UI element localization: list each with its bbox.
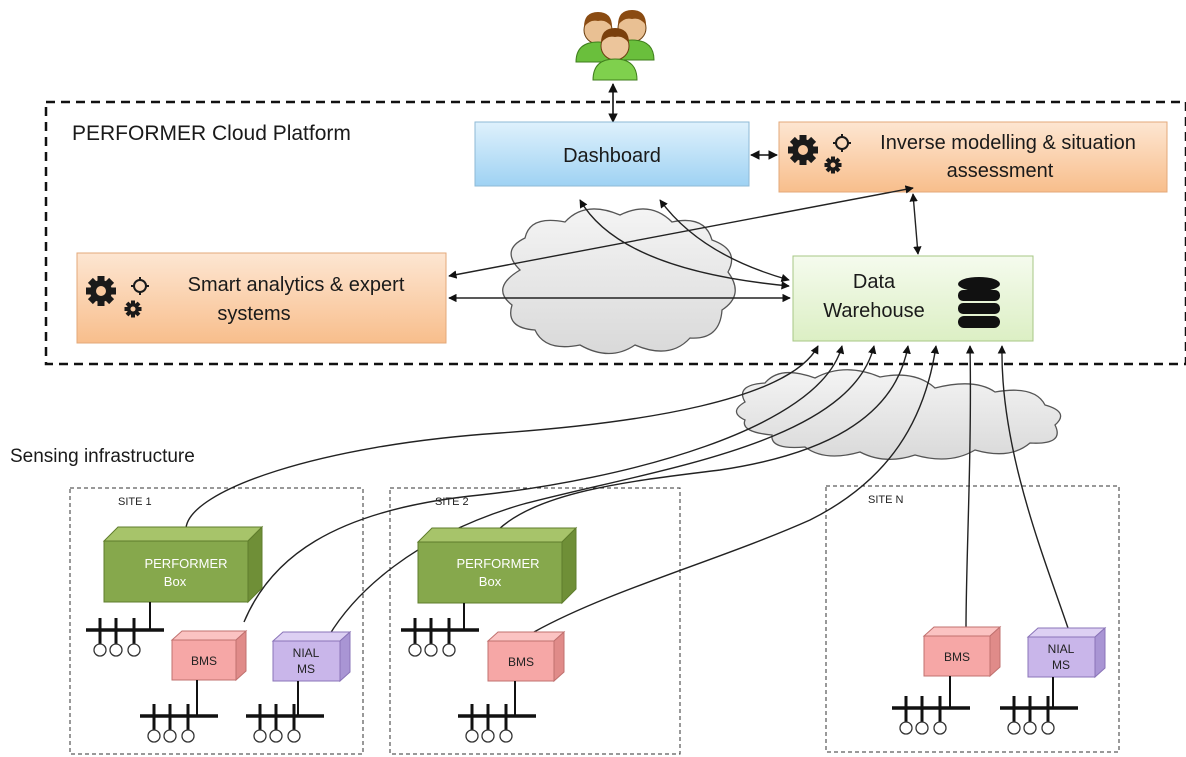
data-warehouse-box: Data Warehouse bbox=[792, 255, 1034, 342]
inverse-label-line2: assessment bbox=[947, 160, 1054, 182]
sensor-bus-icon bbox=[138, 702, 220, 744]
warehouse-label-line1: Data bbox=[853, 271, 896, 293]
nial-label-line1: NIAL bbox=[1048, 642, 1075, 656]
bms-box-site-n: BMS bbox=[922, 625, 1002, 678]
sensing-title: Sensing infrastructure bbox=[10, 446, 195, 467]
nial-box-site-1: NIAL MS bbox=[271, 630, 352, 683]
dashboard-box: Dashboard bbox=[474, 121, 750, 187]
site-n-label: SITE N bbox=[868, 494, 904, 506]
site-n-frame bbox=[825, 485, 1120, 753]
inverse-modelling-box: Inverse modelling & situation assessment bbox=[778, 121, 1168, 193]
bms-label: BMS bbox=[944, 650, 970, 664]
database-icon bbox=[958, 277, 1000, 328]
smart-analytics-box: Smart analytics & expert systems bbox=[76, 252, 447, 344]
inverse-label-line1: Inverse modelling & situation bbox=[880, 132, 1136, 154]
sensor-bus-icon bbox=[399, 616, 481, 658]
sensor-bus-icon bbox=[84, 616, 166, 658]
platform-links bbox=[448, 185, 922, 303]
nial-label-line1: NIAL bbox=[293, 646, 320, 660]
sensor-bus-icon bbox=[998, 694, 1080, 736]
performer-box-label-line2: Box bbox=[164, 574, 187, 589]
site-1-label: SITE 1 bbox=[118, 496, 152, 508]
bms-label: BMS bbox=[191, 654, 217, 668]
sensor-bus-icon bbox=[244, 702, 326, 744]
performer-box-label-line1: PERFORMER bbox=[144, 556, 227, 571]
site-2-frame bbox=[389, 487, 681, 755]
bms-box-site-1: BMS bbox=[170, 629, 248, 682]
site-uplinks bbox=[185, 345, 1069, 653]
bms-box-site-2: BMS bbox=[486, 630, 566, 683]
nial-box-site-n: NIAL MS bbox=[1026, 626, 1107, 679]
cloud-icon bbox=[735, 369, 1062, 460]
smart-label-line1: Smart analytics & expert bbox=[188, 274, 405, 296]
nial-label-line2: MS bbox=[297, 662, 315, 676]
bms-label: BMS bbox=[508, 655, 534, 669]
dashboard-label: Dashboard bbox=[563, 145, 661, 167]
platform-title: PERFORMER Cloud Platform bbox=[72, 122, 351, 145]
smart-label-line2: systems bbox=[217, 303, 290, 325]
sensor-bus-icon bbox=[456, 702, 538, 744]
performer-box-label-line1: PERFORMER bbox=[456, 556, 539, 571]
performer-box-label-line2: Box bbox=[479, 574, 502, 589]
warehouse-label-line2: Warehouse bbox=[823, 300, 925, 322]
cloud-icon bbox=[502, 208, 736, 355]
performer-box-site-2: PERFORMER Box bbox=[416, 526, 578, 605]
users-group-icon bbox=[575, 10, 655, 81]
sensor-bus-icon bbox=[890, 694, 972, 736]
nial-label-line2: MS bbox=[1052, 658, 1070, 672]
performer-box-site-1: PERFORMER Box bbox=[102, 525, 264, 604]
